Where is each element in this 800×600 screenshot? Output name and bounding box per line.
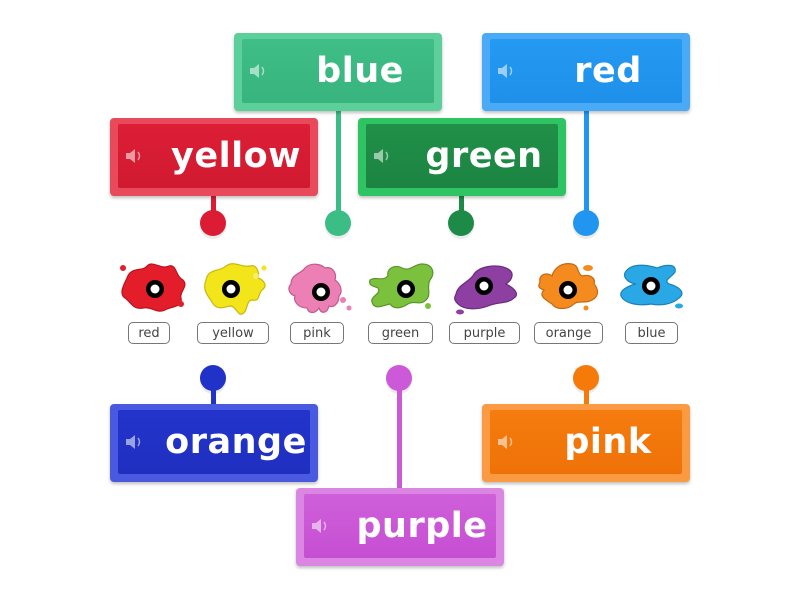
paint-label-purple: purple [449, 322, 520, 344]
paint-splat-purple-icon [454, 265, 518, 315]
connector-yellow [211, 192, 216, 218]
speaker-icon[interactable] [248, 61, 268, 81]
speaker-icon[interactable] [372, 146, 392, 166]
word-card-blue[interactable]: blue [234, 33, 442, 111]
connector-green [459, 192, 464, 218]
paint-splat-orange-icon [538, 263, 599, 311]
word-card-green[interactable]: green [358, 118, 566, 196]
connector-blue [336, 108, 341, 218]
speaker-icon[interactable] [496, 432, 516, 452]
card-label: yellow [171, 136, 301, 176]
pin-dot-blue[interactable] [325, 210, 351, 236]
pin-dot-red[interactable] [573, 210, 599, 236]
card-label: green [425, 136, 543, 176]
word-card-purple[interactable]: purple [296, 488, 504, 566]
connector-purple [397, 380, 402, 492]
paint-splat-red-icon [120, 263, 186, 312]
paint-label-orange: orange [534, 322, 603, 344]
paint-splat-blue-icon [620, 264, 683, 309]
paint-label-blue: blue [625, 322, 678, 344]
paint-label-green: green [368, 322, 433, 344]
word-card-red[interactable]: red [482, 33, 690, 111]
paint-splat-pink-icon [288, 263, 352, 314]
card-label: orange [165, 422, 307, 462]
card-label: red [574, 51, 642, 91]
connector-orange [211, 380, 216, 408]
paint-label-pink: pink [290, 322, 344, 344]
speaker-icon[interactable] [124, 146, 144, 166]
paint-label-yellow: yellow [197, 322, 269, 344]
card-label: blue [316, 51, 404, 91]
paint-splat-yellow-icon [204, 263, 267, 315]
card-label: purple [356, 506, 488, 546]
word-card-pink[interactable]: pink [482, 404, 690, 482]
word-card-yellow[interactable]: yellow [110, 118, 318, 196]
pin-dot-yellow[interactable] [200, 210, 226, 236]
paint-label-red: red [128, 322, 170, 344]
card-label: pink [564, 422, 652, 462]
speaker-icon[interactable] [496, 61, 516, 81]
speaker-icon[interactable] [310, 516, 330, 536]
connector-pink [584, 380, 589, 408]
speaker-icon[interactable] [124, 432, 144, 452]
paint-splat-green-icon [369, 263, 434, 309]
word-card-orange[interactable]: orange [110, 404, 318, 482]
connector-red [584, 108, 589, 218]
pin-dot-green[interactable] [448, 210, 474, 236]
